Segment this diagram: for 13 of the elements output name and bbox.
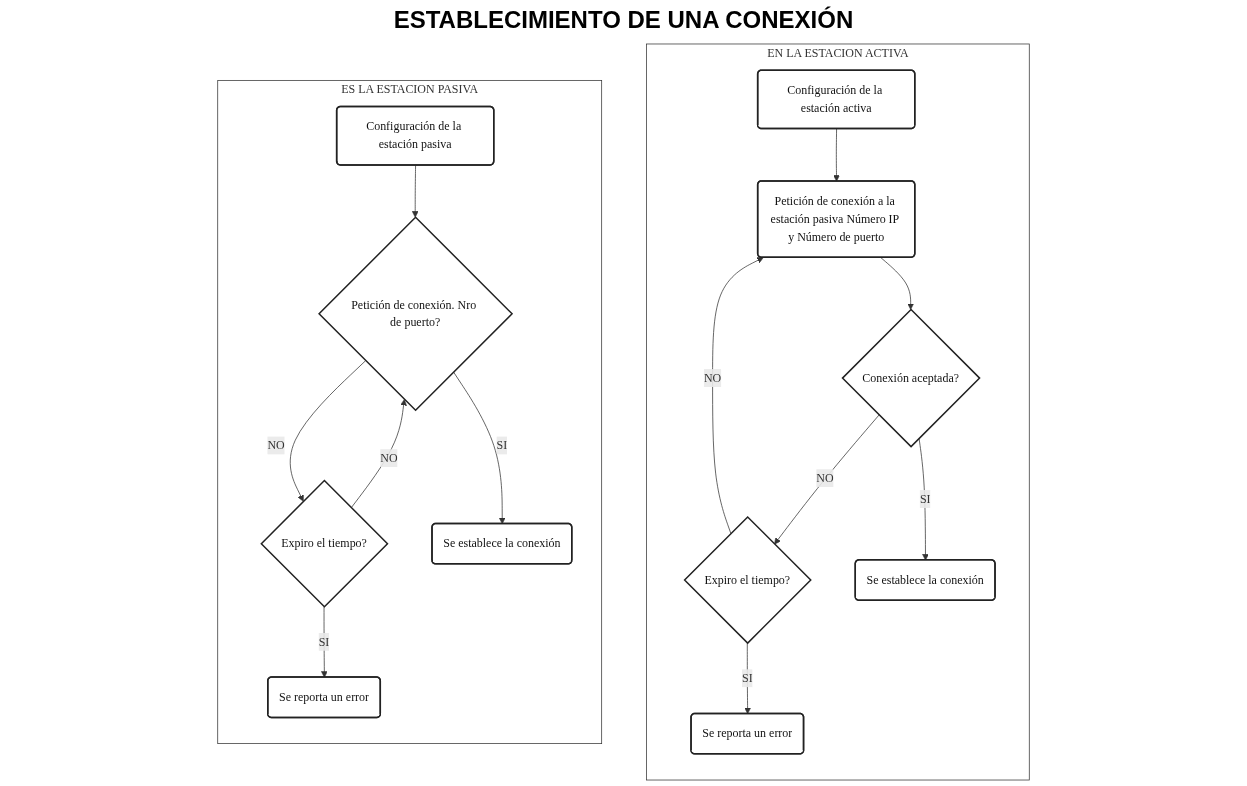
node-diamond: Petición de conexión. Nro de puerto?	[318, 216, 514, 412]
edge-label: SI	[919, 492, 931, 506]
edge-label: SI	[318, 635, 330, 648]
node-diamond: Expiro el tiempo?	[683, 515, 812, 645]
diagram-title: ESTABLECIMIENTO DE UNA CONEXIÓN	[393, 6, 854, 34]
edge-label: NO	[380, 451, 398, 465]
edge-label: NO	[703, 371, 722, 385]
node-diamond: Expiro el tiempo?	[260, 479, 389, 608]
edge-label: NO	[816, 471, 834, 485]
node-diamond: Conexión aceptada?	[841, 308, 981, 448]
edge-label: SI	[496, 438, 508, 452]
edge-label: SI	[741, 671, 753, 685]
edge-label: NO	[267, 438, 285, 452]
